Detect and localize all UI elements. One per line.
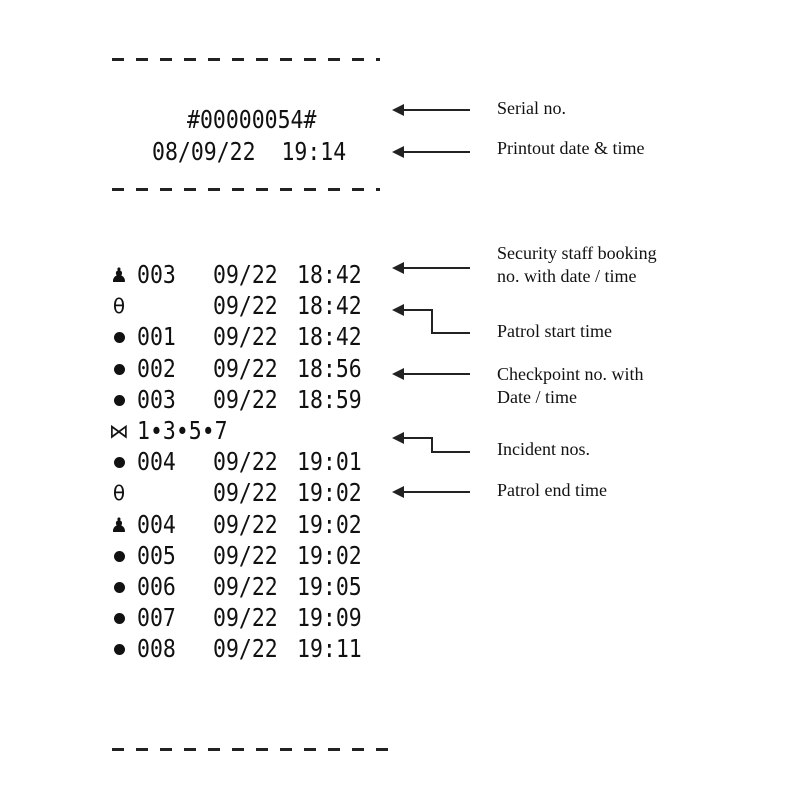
record-time: 18:42 xyxy=(297,291,362,320)
label-incident-nos: Incident nos. xyxy=(497,439,590,459)
separator-bottom xyxy=(112,748,392,751)
staff-icon: ♟ xyxy=(110,513,128,537)
checkpoint-icon xyxy=(108,324,130,350)
checkpoint-icon xyxy=(108,449,130,475)
record-time: 19:01 xyxy=(297,447,362,476)
checkpoint-icon xyxy=(108,605,130,631)
patrol-icon: θ xyxy=(112,481,126,505)
record-time: 19:09 xyxy=(297,603,362,632)
record-time: 19:02 xyxy=(297,510,362,539)
checkpoint-icon xyxy=(108,574,130,600)
staff-icon: ♟ xyxy=(110,263,128,287)
arrow-patrol-start xyxy=(398,309,470,334)
separator-header-bottom xyxy=(112,188,380,191)
arrow-incident xyxy=(398,437,470,453)
record-time: 18:42 xyxy=(297,260,362,289)
record-date: 09/22 xyxy=(213,322,278,351)
record-time: 18:59 xyxy=(297,385,362,414)
record-date: 09/22 xyxy=(213,572,278,601)
record-date: 09/22 xyxy=(213,510,278,539)
checkpoint-icon xyxy=(108,636,130,662)
record-number: 004 xyxy=(137,447,176,476)
record-time: 19:05 xyxy=(297,572,362,601)
record-number: 005 xyxy=(137,541,176,570)
checkpoint-icon xyxy=(108,543,130,569)
record-number: 002 xyxy=(137,354,176,383)
printout-datetime: 08/09/22 19:14 xyxy=(152,137,347,166)
record-number: 004 xyxy=(137,510,176,539)
label-checkpoint-line2: Date / time xyxy=(497,387,577,407)
serial-number: #00000054# xyxy=(187,105,317,134)
label-checkpoint-line1: Checkpoint no. with xyxy=(497,364,644,384)
record-date: 09/22 xyxy=(213,478,278,507)
record-date: 09/22 xyxy=(213,447,278,476)
checkpoint-icon xyxy=(108,356,130,382)
record-number: 003 xyxy=(137,260,176,289)
record-date: 09/22 xyxy=(213,291,278,320)
record-number: 006 xyxy=(137,572,176,601)
record-date: 09/22 xyxy=(213,603,278,632)
label-printout-datetime: Printout date & time xyxy=(497,138,645,158)
record-number: 003 xyxy=(137,385,176,414)
label-staff-booking-line1: Security staff booking xyxy=(497,243,657,263)
record-date: 09/22 xyxy=(213,354,278,383)
record-number: 007 xyxy=(137,603,176,632)
label-staff-booking-line2: no. with date / time xyxy=(497,266,637,286)
patrol-icon: θ xyxy=(112,294,126,318)
label-patrol-end: Patrol end time xyxy=(497,480,607,500)
record-time: 18:56 xyxy=(297,354,362,383)
incident-icon: ⋈ xyxy=(109,419,129,443)
label-patrol-start: Patrol start time xyxy=(497,321,612,341)
record-time: 19:02 xyxy=(297,541,362,570)
record-date: 09/22 xyxy=(213,260,278,289)
checkpoint-icon xyxy=(108,387,130,413)
record-time: 18:42 xyxy=(297,322,362,351)
record-time: 19:02 xyxy=(297,478,362,507)
record-number: 001 xyxy=(137,322,176,351)
separator-top xyxy=(112,58,380,61)
record-date: 09/22 xyxy=(213,541,278,570)
record-date: 09/22 xyxy=(213,634,278,663)
label-serial-no: Serial no. xyxy=(497,98,566,118)
record-date: 09/22 xyxy=(213,385,278,414)
record-number: 008 xyxy=(137,634,176,663)
record-number: 1∙3∙5∙7 xyxy=(137,416,228,445)
record-time: 19:11 xyxy=(297,634,362,663)
